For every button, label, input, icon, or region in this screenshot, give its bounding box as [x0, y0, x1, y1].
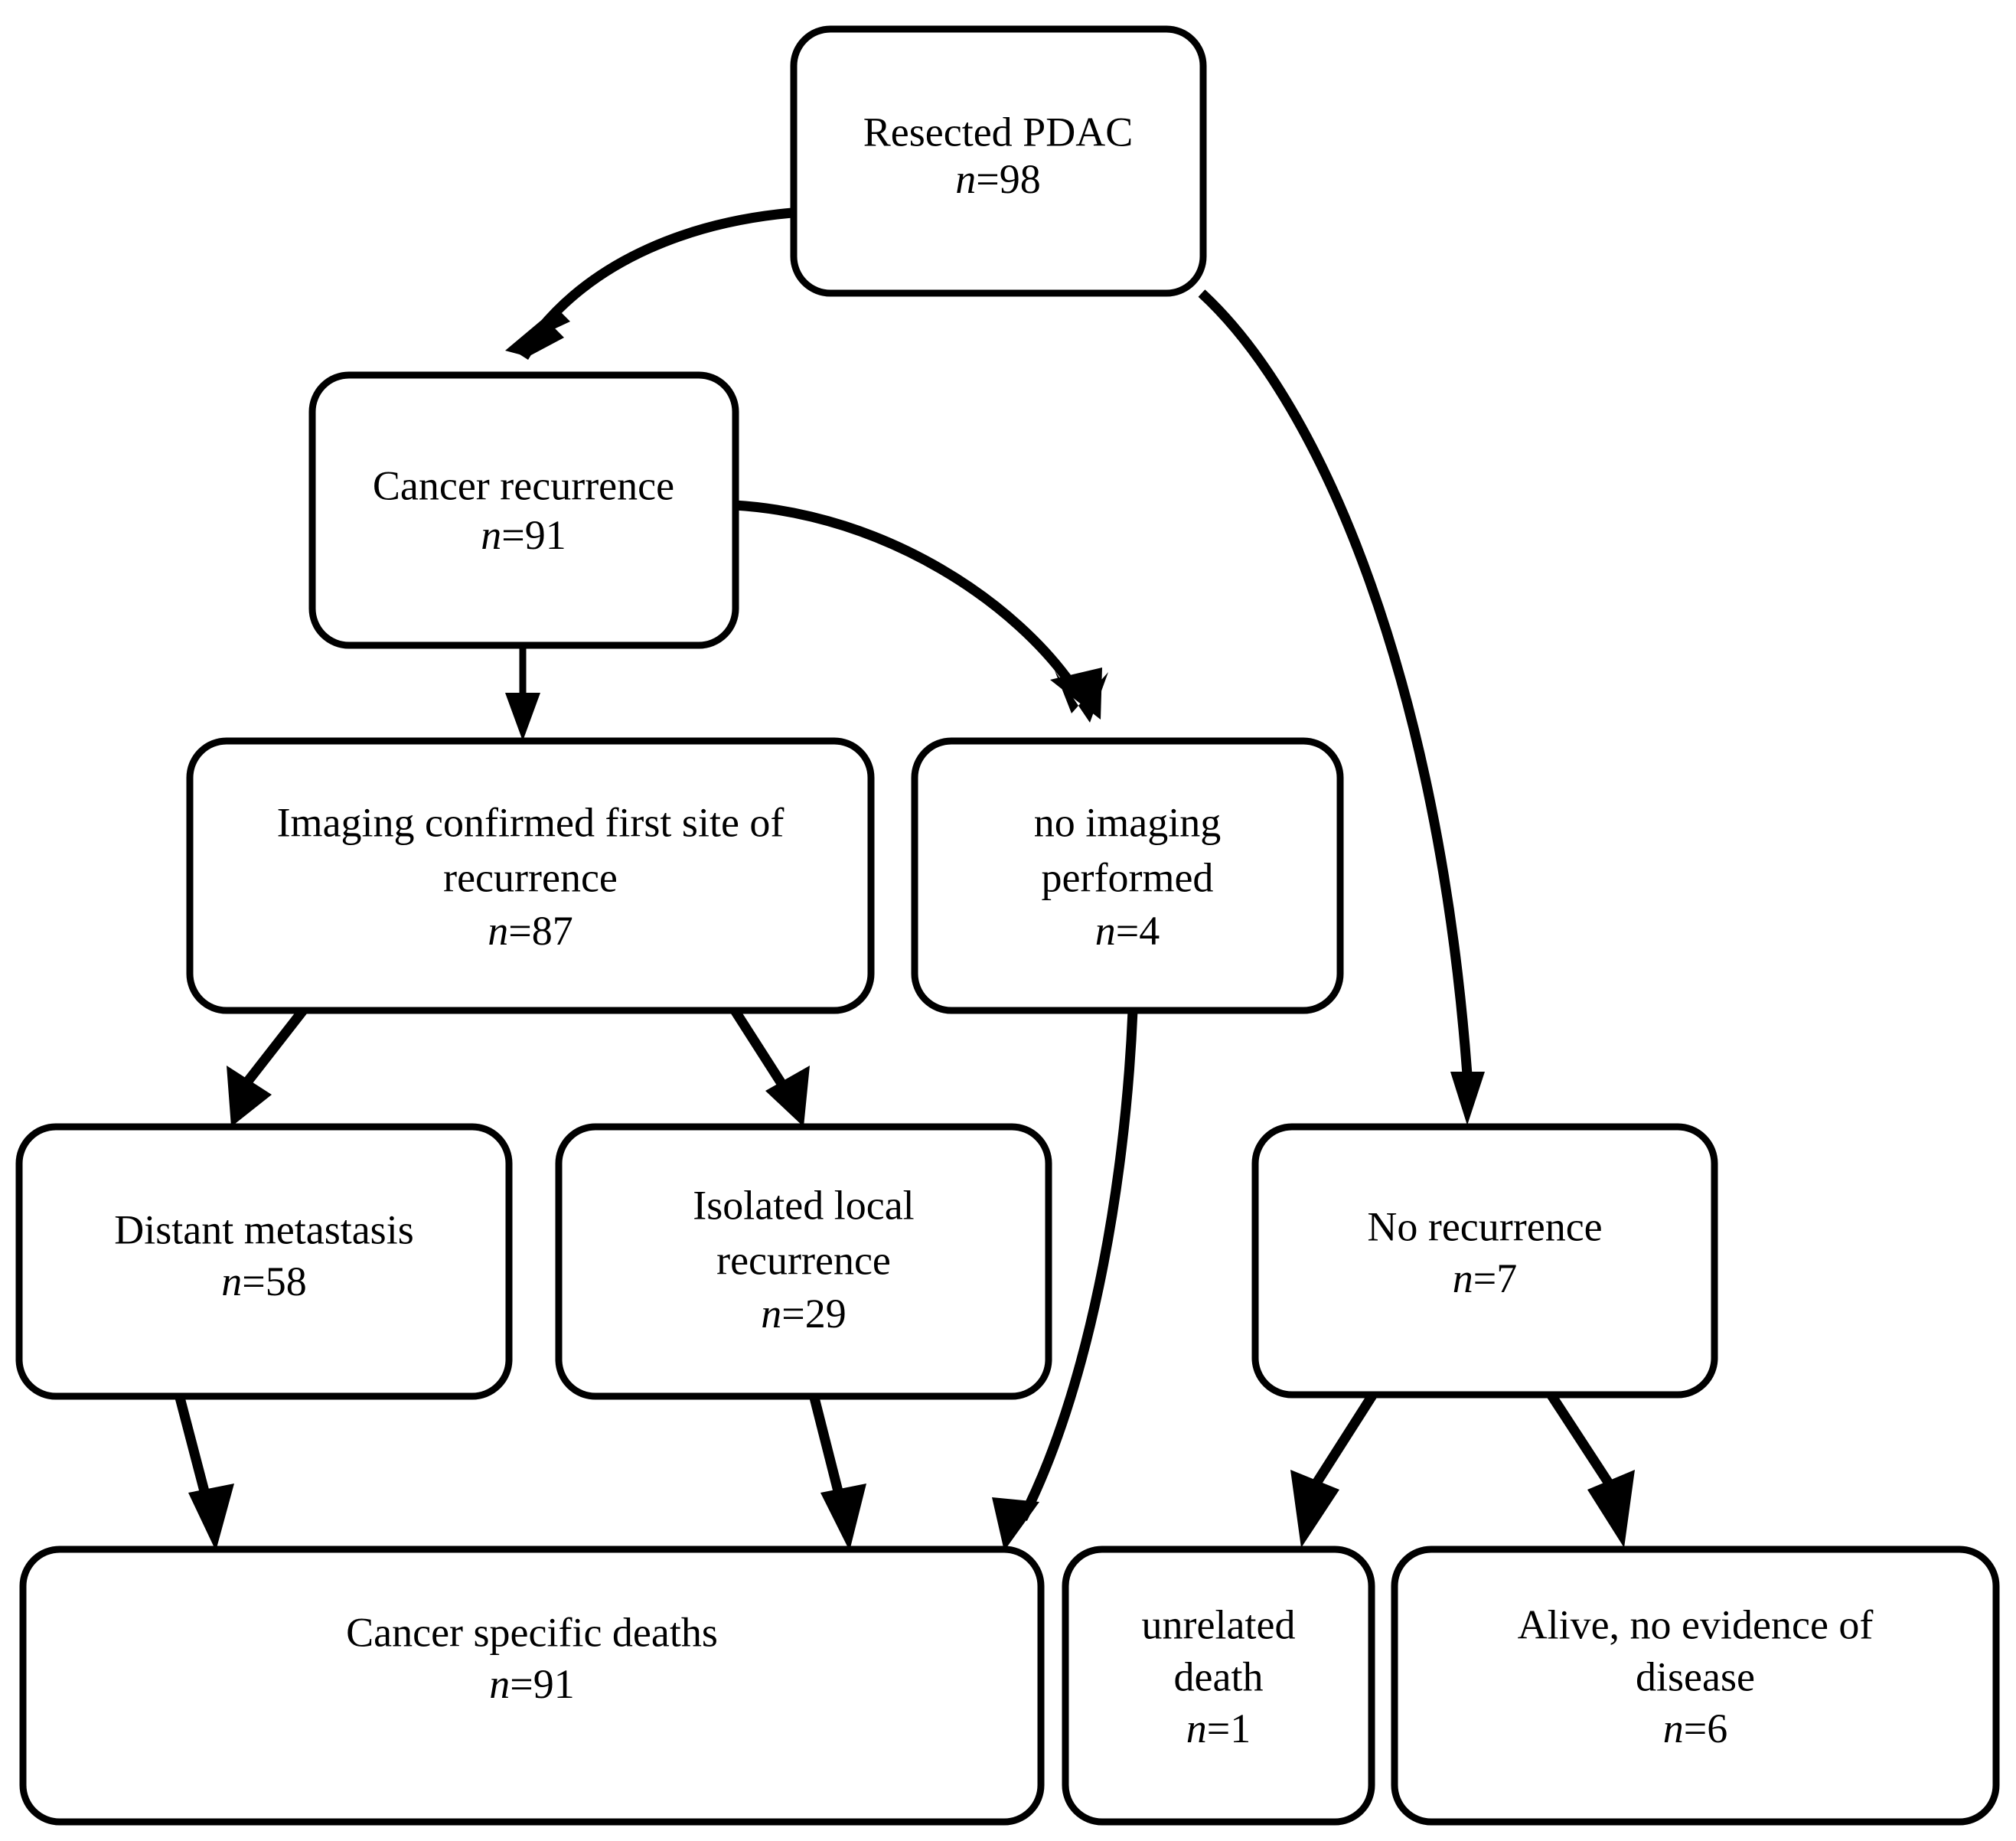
- edge-cancer-recurrence-to-no-imaging: [734, 500, 1108, 723]
- node-imaging-confirmed-shape[interactable]: [186, 737, 875, 1014]
- node-isolated-local-recurrence-count: n=29: [761, 1291, 846, 1337]
- node-distant-metastasis-shape[interactable]: [15, 1123, 513, 1400]
- node-imaging-confirmed-line-1: Imaging confirmed first site of: [277, 799, 785, 845]
- node-no-imaging-line-1: no imaging: [1034, 799, 1221, 845]
- node-imaging-confirmed-count: n=87: [488, 908, 573, 954]
- node-no-imaging-count: n=4: [1095, 908, 1160, 954]
- edge-imaging-to-isolated-local: [730, 1007, 810, 1127]
- edge-resected-to-cancer-recurrence: [505, 207, 793, 360]
- node-no-imaging-shape[interactable]: [911, 737, 1344, 1014]
- node-resected-pdac-count: n=98: [955, 156, 1040, 202]
- edge-no-recurrence-to-unrelated-death: [1290, 1384, 1382, 1548]
- node-distant-metastasis[interactable]: Distant metastasis n=58: [15, 1123, 513, 1400]
- node-isolated-local-recurrence-shape[interactable]: [555, 1123, 1052, 1400]
- edge-layer: [174, 207, 1635, 1551]
- node-unrelated-death-shape[interactable]: [1062, 1546, 1375, 1826]
- node-alive-ned-line-2: disease: [1636, 1653, 1755, 1699]
- node-cancer-recurrence-count: n=91: [481, 512, 566, 558]
- node-unrelated-death[interactable]: unrelated death n=1: [1062, 1546, 1375, 1826]
- node-distant-metastasis-count: n=58: [221, 1258, 306, 1304]
- node-distant-metastasis-line-1: Distant metastasis: [114, 1206, 413, 1252]
- node-alive-no-evidence-of-disease-shape[interactable]: [1391, 1546, 2000, 1826]
- edge-no-recurrence-to-alive-ned: [1541, 1384, 1635, 1548]
- node-cancer-recurrence-line-1: Cancer recurrence: [373, 462, 674, 508]
- node-alive-no-evidence-of-disease[interactable]: Alive, no evidence of disease n=6: [1391, 1546, 2000, 1826]
- node-isolated-local-recurrence[interactable]: Isolated local recurrence n=29: [555, 1123, 1052, 1400]
- node-isolated-local-recurrence-line-1: Isolated local: [693, 1182, 914, 1228]
- node-no-recurrence-line-1: No recurrence: [1367, 1203, 1602, 1249]
- node-imaging-confirmed[interactable]: Imaging confirmed first site of recurren…: [186, 737, 875, 1014]
- node-no-imaging[interactable]: no imaging performed n=4: [911, 737, 1344, 1014]
- node-unrelated-death-count: n=1: [1186, 1706, 1251, 1751]
- node-cancer-recurrence[interactable]: Cancer recurrence n=91: [308, 371, 739, 649]
- edge-isolated-local-to-cancer-deaths: [808, 1393, 866, 1551]
- edge-cancer-recurrence-to-imaging: [505, 645, 540, 741]
- node-no-recurrence-count: n=7: [1453, 1255, 1517, 1301]
- node-unrelated-death-line-1: unrelated: [1142, 1601, 1296, 1647]
- node-isolated-local-recurrence-line-2: recurrence: [716, 1237, 891, 1283]
- node-alive-ned-count: n=6: [1663, 1706, 1727, 1751]
- edge-resected-to-no-recurrence: [1198, 289, 1485, 1125]
- node-imaging-confirmed-line-2: recurrence: [443, 854, 618, 900]
- node-cancer-specific-deaths-shape[interactable]: [19, 1546, 1045, 1826]
- node-cancer-specific-deaths-count: n=91: [489, 1661, 574, 1707]
- node-unrelated-death-line-2: death: [1174, 1653, 1264, 1699]
- node-no-recurrence[interactable]: No recurrence n=7: [1251, 1123, 1718, 1399]
- node-resected-pdac-shape[interactable]: [790, 25, 1207, 297]
- node-alive-ned-line-1: Alive, no evidence of: [1518, 1601, 1874, 1647]
- node-resected-pdac[interactable]: Resected PDAC n=98: [790, 25, 1207, 297]
- node-cancer-specific-deaths[interactable]: Cancer specific deaths n=91: [19, 1546, 1045, 1826]
- edge-distant-metastasis-to-cancer-deaths: [174, 1393, 234, 1551]
- node-cancer-recurrence-shape[interactable]: [308, 371, 739, 649]
- edge-no-imaging-to-cancer-deaths: [992, 1010, 1138, 1551]
- node-cancer-specific-deaths-line-1: Cancer specific deaths: [346, 1609, 718, 1655]
- node-layer: Resected PDAC n=98 Cancer recurrence n=9…: [15, 25, 2000, 1826]
- node-no-recurrence-shape[interactable]: [1251, 1123, 1718, 1399]
- node-resected-pdac-line-1: Resected PDAC: [863, 109, 1133, 155]
- node-no-imaging-line-2: performed: [1042, 854, 1214, 900]
- edge-imaging-to-distant-metastasis: [227, 1007, 308, 1127]
